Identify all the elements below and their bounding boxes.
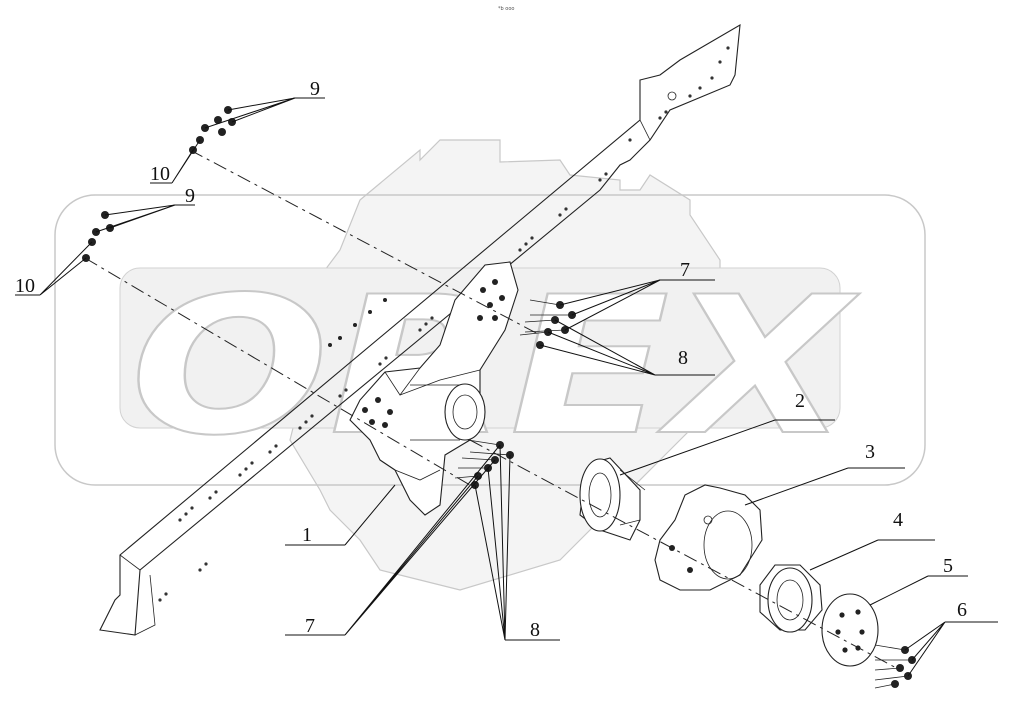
callout-6: 6 [957, 599, 967, 621]
callout-8-lower: 8 [530, 619, 540, 641]
callout-3: 3 [865, 441, 875, 463]
callout-9-lower: 9 [185, 185, 195, 207]
callout-8-upper: 8 [678, 347, 688, 369]
callout-5: 5 [943, 555, 953, 577]
callout-labels: 9 10 9 10 7 8 2 3 4 5 6 1 7 8 [15, 78, 967, 641]
callout-10-lower: 10 [15, 275, 35, 297]
callout-7-lower: 7 [305, 615, 315, 637]
leader-lines [15, 97, 998, 677]
part-4-ring [759, 564, 823, 633]
assembly-axes [84, 149, 901, 671]
callout-1: 1 [302, 524, 312, 546]
part-5-end-cap [821, 593, 879, 667]
callout-9-upper: 9 [310, 78, 320, 100]
part-2-bushing [579, 457, 646, 541]
callout-7-upper: 7 [680, 259, 690, 281]
header-mark: *b ooo [498, 6, 514, 12]
callout-4: 4 [893, 509, 903, 531]
bolt-group-9-10-lower [82, 211, 114, 262]
part-3-housing [654, 484, 763, 591]
part-1-bracket [328, 261, 519, 516]
frame-rail [99, 23, 741, 636]
callout-10-upper: 10 [150, 163, 170, 185]
callout-2: 2 [795, 390, 805, 412]
watermark-logo: OREX [54, 139, 926, 591]
bolt-group-6 [874, 644, 916, 689]
